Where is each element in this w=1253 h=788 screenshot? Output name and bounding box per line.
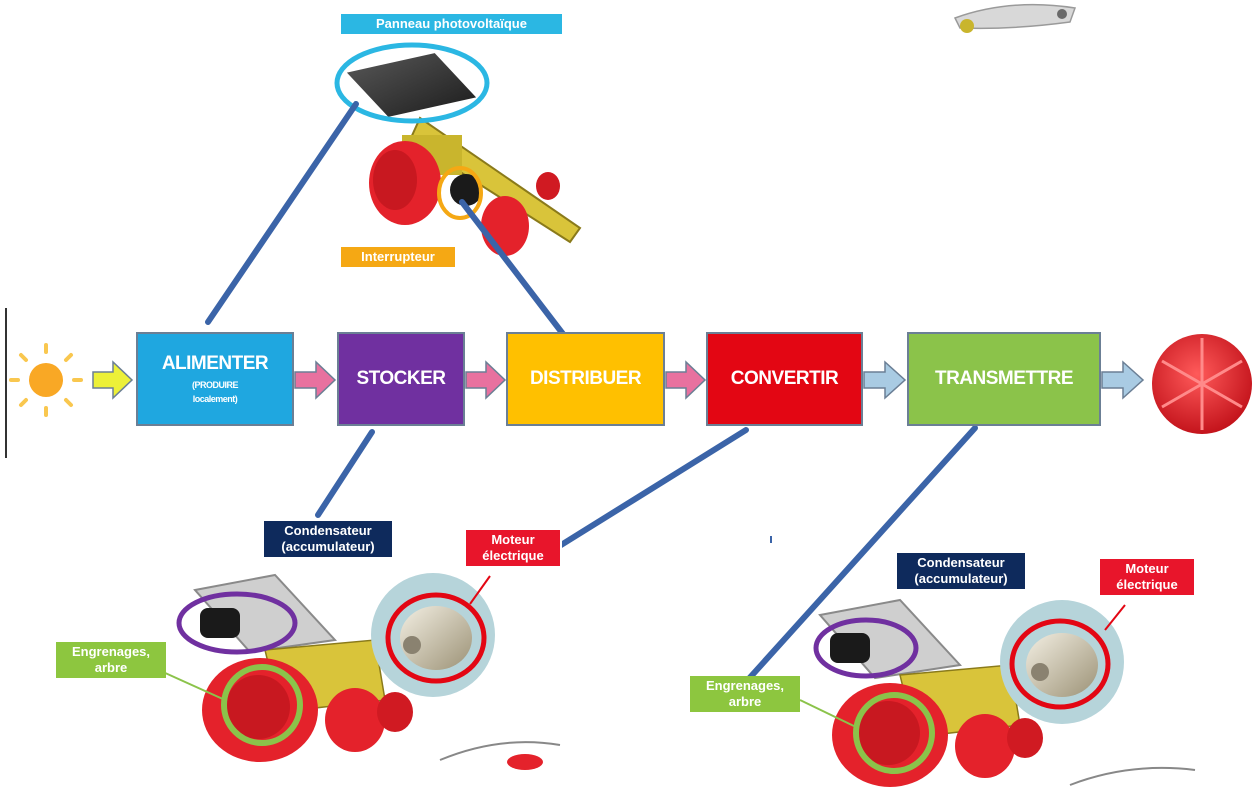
block-convertir: CONVERTIR [706, 332, 863, 426]
block-transmettre: TRANSMETTRE [907, 332, 1101, 426]
connector-stocker-capacitor [315, 429, 375, 518]
wheel-output-icon [1152, 334, 1252, 434]
connector-alimenter-panel [205, 101, 359, 325]
label-moteur-2-line1: Moteur [1125, 561, 1169, 576]
label-moteur-1-line1: Moteur [491, 532, 535, 547]
motor-highlight-circle-2 [1009, 618, 1111, 710]
arrow-distribuer-convertir [665, 360, 707, 400]
connector-distribuer-switch [459, 199, 566, 337]
arrow-alimenter-stocker [294, 360, 337, 400]
sun-icon [9, 343, 83, 417]
label-interrupteur: Interrupteur [341, 247, 455, 267]
label-pointer-lines-1b [469, 575, 491, 605]
arrow-stocker-distribuer [465, 360, 507, 400]
label-condensateur-2: Condensateur (accumulateur) [895, 551, 1027, 591]
label-condensateur-2-line1: Condensateur [917, 555, 1005, 570]
block-stocker-label: STOCKER [356, 368, 446, 389]
arrow-convertir-transmettre [863, 360, 907, 400]
label-pointer-lines-2 [799, 699, 859, 729]
motor-highlight-circle-1 [385, 592, 487, 684]
label-condensateur-1-line1: Condensateur [284, 523, 372, 538]
label-condensateur-1: Condensateur (accumulateur) [262, 519, 394, 559]
block-alimenter-sub1: (PRODUIRE [191, 379, 239, 390]
label-moteur-1-line2: électrique [482, 548, 544, 563]
label-engrenages-1: Engrenages, arbre [56, 642, 166, 678]
block-alimenter-sub2: localement) [192, 393, 238, 404]
block-transmettre-label: TRANSMETTRE [934, 368, 1074, 389]
label-condensateur-2-line2: (accumulateur) [914, 571, 1008, 586]
label-moteur-2-line2: électrique [1116, 577, 1178, 592]
arrow-transmettre-wheel [1101, 360, 1145, 400]
block-alimenter: ALIMENTER (PRODUIRE localement) [136, 332, 294, 426]
label-engrenages-2-line1: Engrenages, [705, 678, 785, 693]
connector-lines [205, 101, 978, 686]
connector-convertir-motor [542, 427, 749, 558]
block-alimenter-label: ALIMENTER [161, 352, 269, 374]
switch-highlight-circle [437, 166, 483, 220]
block-stocker: STOCKER [337, 332, 465, 426]
solar-car-top-illustration [343, 50, 582, 256]
left-edge-line [5, 308, 7, 458]
block-convertir-label: CONVERTIR [730, 368, 839, 389]
capacitor-highlight-circle-1 [176, 591, 298, 655]
gear-highlight-circle-2 [853, 692, 935, 774]
arrow-light [92, 360, 134, 400]
label-panneau: Panneau photovoltaïque [341, 14, 562, 34]
label-engrenages-2: Engrenages, arbre [690, 676, 800, 712]
label-interrupteur-text: Interrupteur [361, 249, 435, 264]
capacitor-highlight-circle-2 [813, 617, 919, 679]
label-moteur-1: Moteur électrique [464, 528, 562, 568]
label-engrenages-1-line1: Engrenages, [71, 644, 151, 659]
label-engrenages-2-line2: arbre [728, 694, 762, 709]
label-pointer-lines-2b [1104, 604, 1126, 631]
label-moteur-2: Moteur électrique [1098, 557, 1196, 597]
label-pointer-lines-1 [162, 671, 226, 701]
label-engrenages-1-line2: arbre [94, 660, 128, 675]
solar-car-bottom-right-illustration [818, 598, 1196, 787]
panel-highlight-circle [334, 42, 490, 124]
block-distribuer: DISTRIBUER [506, 332, 665, 426]
gear-highlight-circle-1 [221, 664, 303, 746]
label-condensateur-1-line2: (accumulateur) [281, 539, 375, 554]
label-panneau-text: Panneau photovoltaïque [376, 16, 527, 31]
car-partial-top-right [953, 3, 1077, 33]
connector-transmettre-gears [742, 425, 978, 686]
block-distribuer-label: DISTRIBUER [529, 368, 642, 389]
